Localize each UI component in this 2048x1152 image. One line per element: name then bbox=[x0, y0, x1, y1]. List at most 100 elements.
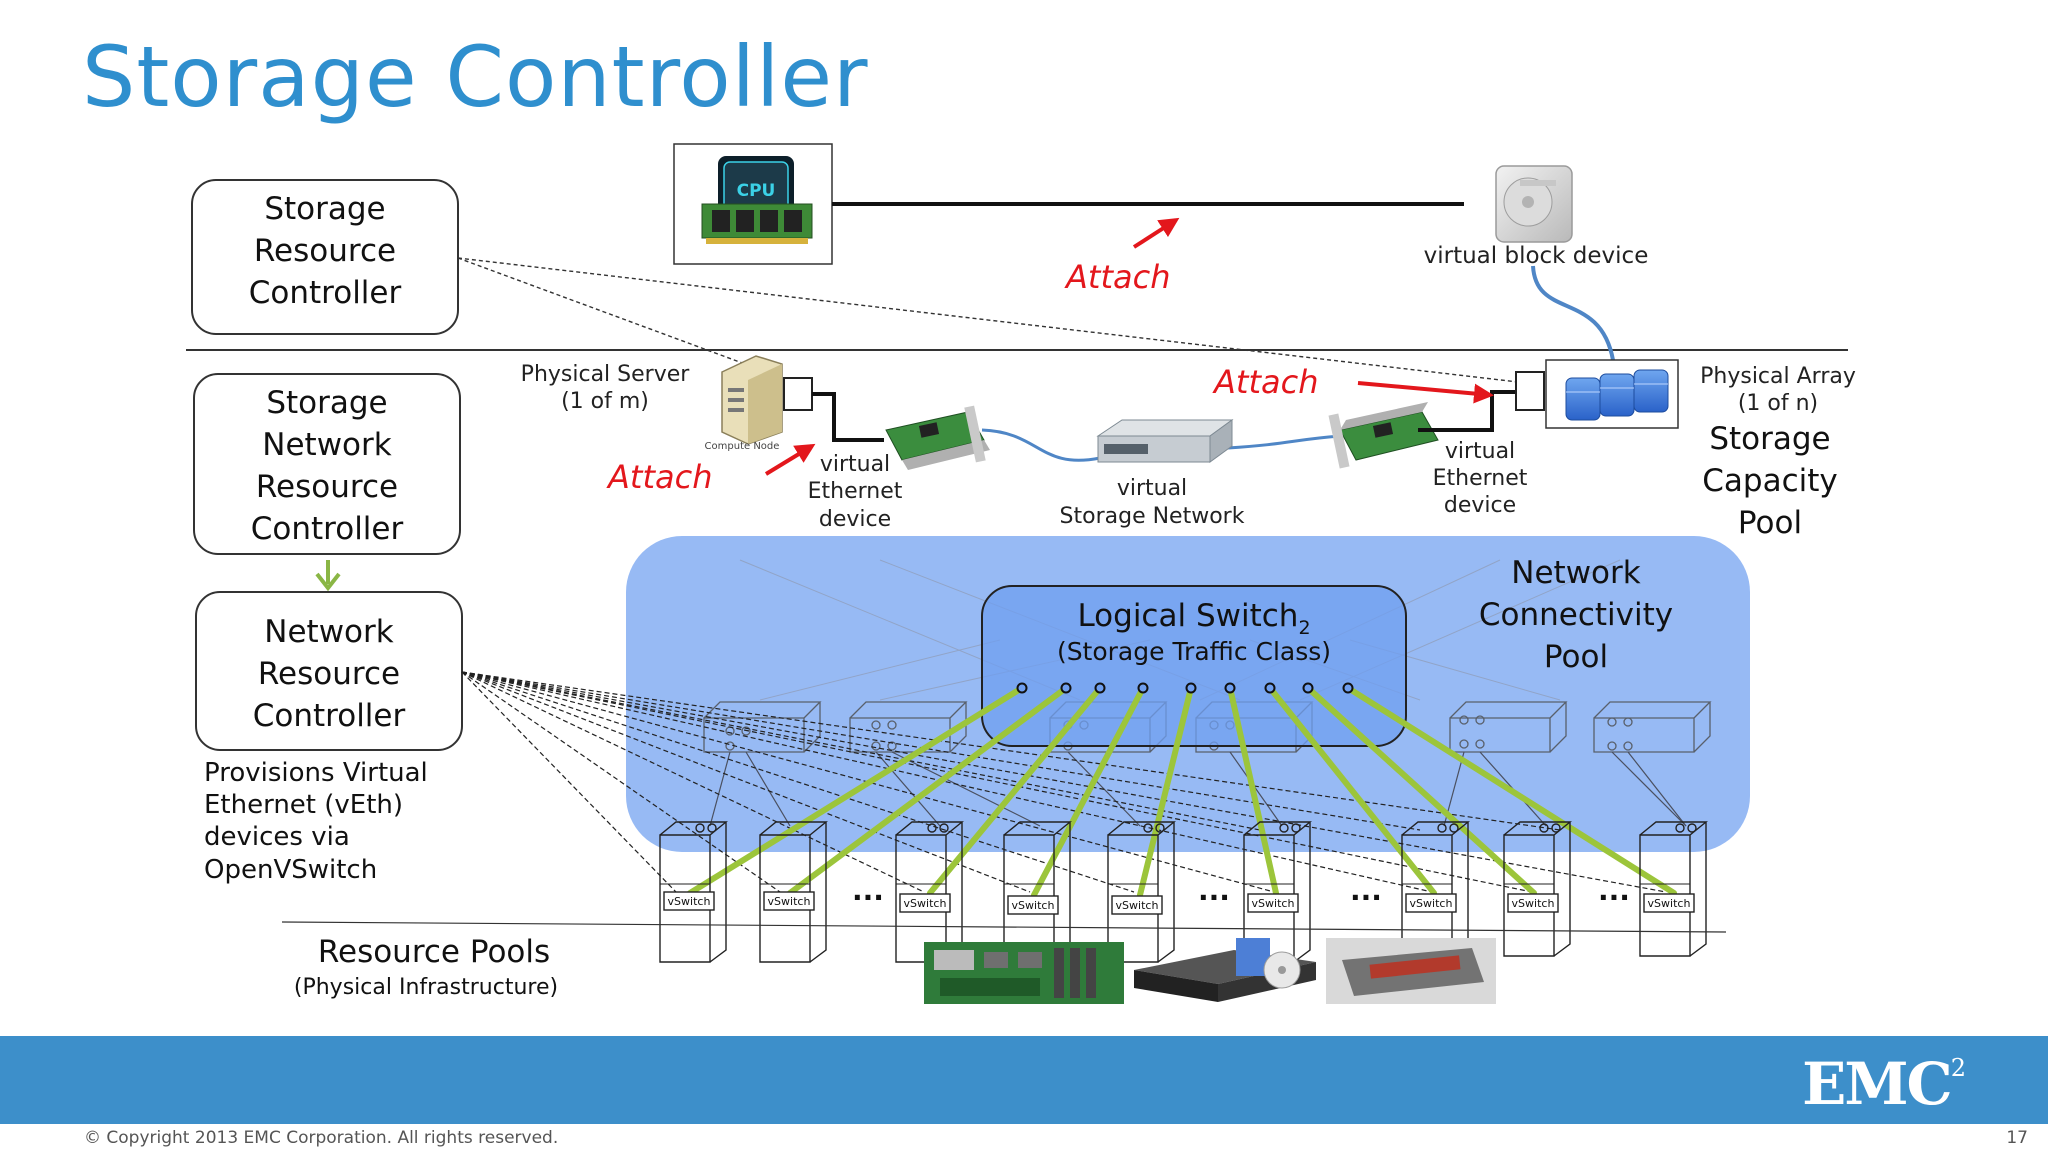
attach-left-arrow bbox=[764, 443, 816, 476]
network-pool-line-3: Pool bbox=[1544, 639, 1608, 675]
rack-server: vSwitch bbox=[1639, 821, 1708, 957]
logical-switch-port bbox=[1137, 682, 1149, 694]
virtual-storage-network-line-1: virtual bbox=[1117, 476, 1187, 501]
virtual-ethernet-left-line-3: device bbox=[819, 507, 891, 532]
svg-text:Logical Switch2: Logical Switch2 bbox=[1077, 598, 1310, 639]
network-controller-line-2: Resource bbox=[258, 656, 400, 692]
attach-left-label: Attach bbox=[606, 458, 712, 496]
network-pool-line-1: Network bbox=[1511, 555, 1640, 591]
brand-name: EMC bbox=[1802, 1050, 1953, 1118]
logical-switch-ports bbox=[1016, 682, 1354, 694]
logical-switch-port bbox=[1264, 682, 1276, 694]
array-port bbox=[1515, 371, 1545, 411]
compute-node-label: Compute Node bbox=[705, 441, 780, 452]
storage-server-image bbox=[1326, 938, 1496, 1004]
dotted-links-storage-controller bbox=[457, 257, 1519, 383]
switch-to-right-nic-cable bbox=[1227, 434, 1341, 450]
storage-network-controller-line-3: Resource bbox=[256, 469, 398, 505]
copyright-notice: © Copyright 2013 EMC Corporation. All ri… bbox=[84, 1128, 559, 1148]
pool-switch-box bbox=[849, 701, 968, 753]
virtual-ethernet-left-line-1: virtual bbox=[820, 452, 890, 477]
storage-resource-controller-line-2: Resource bbox=[254, 233, 396, 269]
vswitch-label: vSwitch bbox=[668, 895, 711, 908]
virtual-ethernet-right-line-2: Ethernet bbox=[1433, 466, 1528, 491]
storage-network-controller-line-1: Storage bbox=[266, 385, 387, 421]
network-pool-line-2: Connectivity bbox=[1479, 597, 1673, 633]
logical-switch-port bbox=[1342, 682, 1354, 694]
rack-server: vSwitch bbox=[659, 821, 728, 963]
provisions-note-line-2: Ethernet (vEth) bbox=[204, 790, 403, 820]
vswitch-label: vSwitch bbox=[1252, 897, 1295, 910]
physical-server-line-1: Physical Server bbox=[521, 362, 691, 387]
storage-network-switch-icon bbox=[1096, 419, 1234, 463]
rack-server: vSwitch bbox=[1107, 821, 1176, 963]
left-ethernet-card-icon bbox=[885, 405, 990, 470]
resource-pools-title: Resource Pools bbox=[318, 934, 550, 970]
rack-server: vSwitch bbox=[1401, 821, 1470, 957]
logical-switch-subscript: 2 bbox=[1298, 617, 1310, 639]
storage-network-resource-controller: Storage Network Resource Controller bbox=[193, 373, 461, 555]
logical-switch-port bbox=[1016, 682, 1028, 694]
virtual-ethernet-left-line-2: Ethernet bbox=[808, 479, 903, 504]
cpu-memory-icon: CPU bbox=[673, 143, 833, 265]
resource-pools-subtitle: (Physical Infrastructure) bbox=[294, 975, 558, 1000]
pool-switch-box bbox=[703, 701, 822, 753]
storage-resource-controller-line-3: Controller bbox=[249, 275, 402, 311]
vswitch-label: vSwitch bbox=[768, 895, 811, 908]
vswitch-label: vSwitch bbox=[1012, 899, 1055, 912]
slide-title: Storage Controller bbox=[82, 28, 869, 126]
right-ethernet-card-icon bbox=[1328, 402, 1439, 469]
storage-network-controller-line-4: Controller bbox=[251, 511, 404, 547]
logical-to-vswitch-links bbox=[687, 685, 1677, 898]
provisions-note-line-3: devices via bbox=[204, 822, 350, 852]
nic-to-array-link bbox=[1418, 390, 1516, 432]
network-appliance-image bbox=[1134, 938, 1316, 1002]
virtual-storage-network-line-2: Storage Network bbox=[1060, 504, 1245, 529]
storage-resource-controller-line-1: Storage bbox=[264, 191, 385, 227]
rack-ellipsis-1: ... bbox=[852, 874, 884, 907]
provisions-note: Provisions Virtual Ethernet (vEth) devic… bbox=[204, 758, 428, 885]
rack-server: vSwitch bbox=[759, 821, 828, 963]
physical-array-line-1: Physical Array bbox=[1700, 364, 1856, 389]
virtual-ethernet-right-line-1: virtual bbox=[1445, 439, 1515, 464]
vswitch-label: vSwitch bbox=[1410, 897, 1453, 910]
logical-switch-port bbox=[1224, 682, 1236, 694]
logical-switch-port bbox=[1185, 682, 1197, 694]
pool-switch-box bbox=[1593, 701, 1712, 753]
switch-to-rack-lines bbox=[709, 751, 1687, 827]
logical-switch-label: Logical Switch bbox=[1077, 598, 1298, 634]
provisions-note-line-1: Provisions Virtual bbox=[204, 758, 428, 788]
hard-disk-icon bbox=[1495, 165, 1573, 243]
footer-bar: EMC2 bbox=[0, 1036, 2048, 1124]
rack-ellipsis-2: ... bbox=[1198, 874, 1230, 907]
virtual-block-device-label: virtual block device bbox=[1424, 243, 1649, 269]
vswitch-label: vSwitch bbox=[1116, 899, 1159, 912]
rack-server: vSwitch bbox=[895, 821, 964, 963]
physical-array-line-2: (1 of n) bbox=[1738, 391, 1818, 416]
logical-switch-port bbox=[1302, 682, 1314, 694]
emc-logo: EMC2 bbox=[1802, 1050, 1966, 1118]
network-controller-line-3: Controller bbox=[253, 698, 406, 734]
logical-switch-port bbox=[1060, 682, 1072, 694]
motherboard-image bbox=[924, 942, 1124, 1004]
storage-traffic-class-label: (Storage Traffic Class) bbox=[1057, 637, 1331, 666]
block-device-cable bbox=[1531, 265, 1615, 361]
rack-server: vSwitch bbox=[1243, 821, 1312, 963]
physical-array-icon bbox=[1545, 359, 1679, 429]
physical-server-line-2: (1 of m) bbox=[561, 389, 649, 414]
brand-superscript: 2 bbox=[1950, 1054, 1966, 1082]
storage-network-controller-line-2: Network bbox=[262, 427, 391, 463]
pool-switch-box bbox=[1449, 701, 1568, 753]
rack-servers: vSwitch vSwitch vSwitch vSwitch vSwitc bbox=[659, 821, 1708, 963]
attach-right-arrow bbox=[1357, 381, 1494, 404]
rack-server: vSwitch bbox=[1503, 821, 1572, 957]
attach-right-label: Attach bbox=[1212, 363, 1318, 401]
storage-capacity-pool-line-3: Pool bbox=[1738, 505, 1802, 541]
rack-ellipsis-4: ... bbox=[1598, 874, 1630, 907]
vswitch-label: vSwitch bbox=[1512, 897, 1555, 910]
network-resource-controller: Network Resource Controller bbox=[195, 591, 463, 751]
network-controller-line-1: Network bbox=[264, 614, 393, 650]
logical-switch-port bbox=[1094, 682, 1106, 694]
compute-node-server-icon bbox=[721, 355, 813, 445]
page-number: 17 bbox=[2006, 1128, 2028, 1148]
